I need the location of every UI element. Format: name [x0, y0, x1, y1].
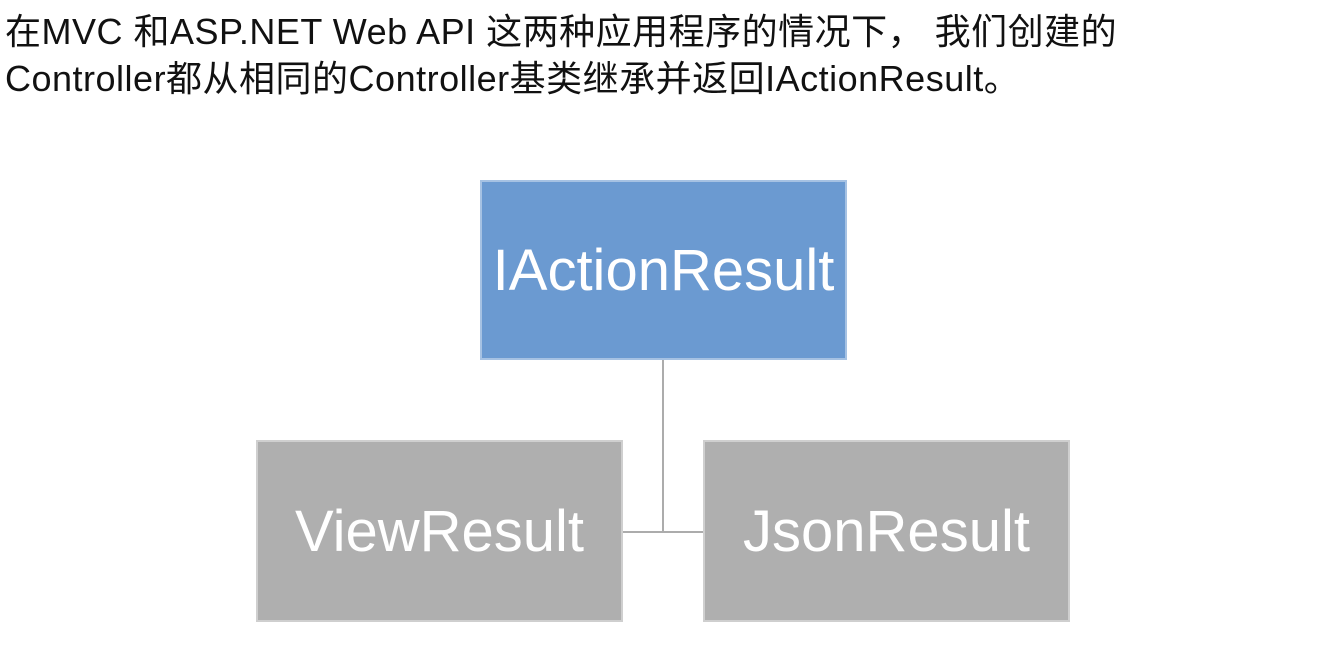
- node-jsonresult: JsonResult: [703, 440, 1070, 622]
- intro-line-1: 在MVC 和ASP.NET Web API 这两种应用程序的情况下， 我们创建的: [5, 11, 1118, 52]
- node-viewresult: ViewResult: [256, 440, 623, 622]
- intro-text: 在MVC 和ASP.NET Web API 这两种应用程序的情况下， 我们创建的…: [5, 8, 1335, 102]
- connector-vertical-line: [662, 360, 664, 532]
- node-iactionresult: IActionResult: [480, 180, 847, 360]
- intro-line-2: Controller都从相同的Controller基类继承并返回IActionR…: [5, 58, 1021, 99]
- connector-horizontal-line: [623, 531, 703, 533]
